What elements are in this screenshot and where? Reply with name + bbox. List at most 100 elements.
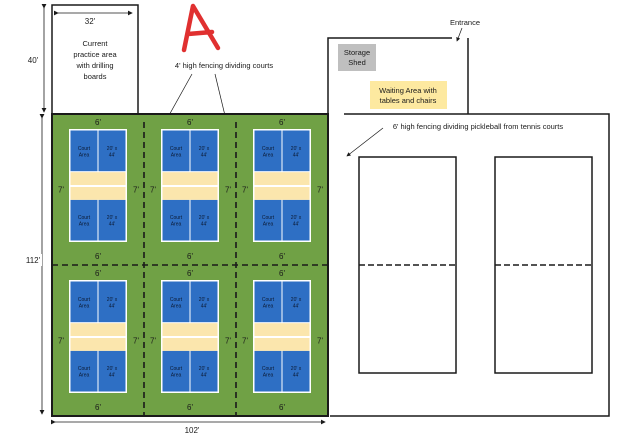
kitchen-zone <box>70 323 126 336</box>
end-margin-label: 6' <box>95 269 101 278</box>
court-cell-label: Court <box>262 297 275 303</box>
court-cell-label: 20' x <box>199 366 210 372</box>
practice-width-label: 32' <box>85 17 96 26</box>
court-cell-label: 44' <box>201 373 208 379</box>
end-margin-label: 6' <box>279 118 285 127</box>
end-margin-label: 6' <box>279 252 285 261</box>
side-margin-label: 7' <box>133 186 139 195</box>
court-cell-label: Area <box>263 373 274 379</box>
court-cell-label: 44' <box>109 373 116 379</box>
side-margin-label: 7' <box>242 337 248 346</box>
court-cell-label: 20' x <box>107 215 118 221</box>
court-cell-label: 20' x <box>291 215 302 221</box>
kitchen-zone <box>70 172 126 185</box>
end-margin-label: 6' <box>95 403 101 412</box>
side-margin-label: 7' <box>133 337 139 346</box>
court-area-bottom <box>98 199 126 241</box>
court-cell-label: 20' x <box>199 297 210 303</box>
waiting-area-line-1: Waiting Area with <box>379 86 437 95</box>
court-cell-label: Area <box>171 152 182 158</box>
kitchen-zone <box>254 187 310 200</box>
court-area-top <box>70 281 98 323</box>
court-cell-label: Court <box>78 297 91 303</box>
fence-6ft-annotation: 6' high fencing dividing pickleball from… <box>393 122 564 131</box>
court-cell-label: Court <box>78 146 91 152</box>
court-area-top <box>282 281 310 323</box>
side-margin-label: 7' <box>58 337 64 346</box>
court-cell-label: 44' <box>293 152 300 158</box>
kitchen-zone <box>254 338 310 351</box>
court-cell-label: 44' <box>109 303 116 309</box>
side-margin-label: 7' <box>225 337 231 346</box>
tennis-court <box>494 156 593 374</box>
court-cell-label: Area <box>79 303 90 309</box>
court-cell-label: Court <box>262 215 275 221</box>
end-margin-label: 6' <box>187 252 193 261</box>
court-cell-label: 44' <box>201 152 208 158</box>
kitchen-zone <box>162 323 218 336</box>
court-cell-label: Court <box>170 215 183 221</box>
court-area-top <box>70 130 98 172</box>
side-margin-label: 7' <box>242 186 248 195</box>
waiting-area <box>370 81 447 109</box>
tennis-court <box>358 156 457 374</box>
storage-shed-line-2: Shed <box>348 58 366 67</box>
court-area-top <box>190 130 218 172</box>
side-margin-label: 7' <box>317 337 323 346</box>
court-cell-label: 44' <box>109 222 116 228</box>
court-area-top <box>162 130 190 172</box>
court-area-bottom <box>70 199 98 241</box>
court-cell-label: 20' x <box>199 215 210 221</box>
court-cell-label: 44' <box>109 152 116 158</box>
court-area-bottom <box>162 350 190 392</box>
court-cell-label: 20' x <box>199 146 210 152</box>
court-cell-label: Court <box>262 366 275 372</box>
end-margin-label: 6' <box>95 118 101 127</box>
waiting-area-line-2: tables and chairs <box>380 96 437 105</box>
kitchen-zone <box>162 187 218 200</box>
court-cell-label: Area <box>171 373 182 379</box>
court-cell-label: 20' x <box>107 297 118 303</box>
court-cell-label: 44' <box>293 373 300 379</box>
storage-shed-line-1: Storage <box>344 48 370 57</box>
fence-6ft-arrow <box>346 127 384 157</box>
fence-4ft-annotation: 4' high fencing dividing courts <box>175 61 273 70</box>
entrance-label: Entrance <box>450 18 480 27</box>
practice-text-1: Current <box>82 39 108 48</box>
court-cell-label: Area <box>263 303 274 309</box>
end-margin-label: 6' <box>279 269 285 278</box>
court-cell-label: Court <box>78 366 91 372</box>
court-area-top <box>98 281 126 323</box>
court-cell-label: 20' x <box>107 146 118 152</box>
court-cell-label: 44' <box>201 222 208 228</box>
court-area-top <box>98 130 126 172</box>
court-area-bottom <box>282 350 310 392</box>
court-area-bottom <box>70 350 98 392</box>
end-margin-label: 6' <box>95 252 101 261</box>
practice-text-2: practice area <box>73 50 117 59</box>
storage-shed <box>338 44 376 71</box>
court-area-bottom <box>254 199 282 241</box>
court-area-top <box>190 281 218 323</box>
entrance-arrow <box>456 27 463 42</box>
end-margin-label: 6' <box>187 403 193 412</box>
kitchen-zone <box>70 187 126 200</box>
court-cell-label: Area <box>171 303 182 309</box>
court-cell-label: Area <box>171 222 182 228</box>
kitchen-zone <box>162 338 218 351</box>
court-cell-label: 20' x <box>291 366 302 372</box>
court-cell-label: Area <box>79 373 90 379</box>
court-area-top <box>282 130 310 172</box>
court-area-top <box>162 281 190 323</box>
side-margin-label: 7' <box>225 186 231 195</box>
court-area-top <box>254 130 282 172</box>
practice-height-label: 40' <box>28 56 39 65</box>
side-margin-label: 7' <box>58 186 64 195</box>
practice-text-4: boards <box>84 72 107 81</box>
court-cell-label: Area <box>263 222 274 228</box>
